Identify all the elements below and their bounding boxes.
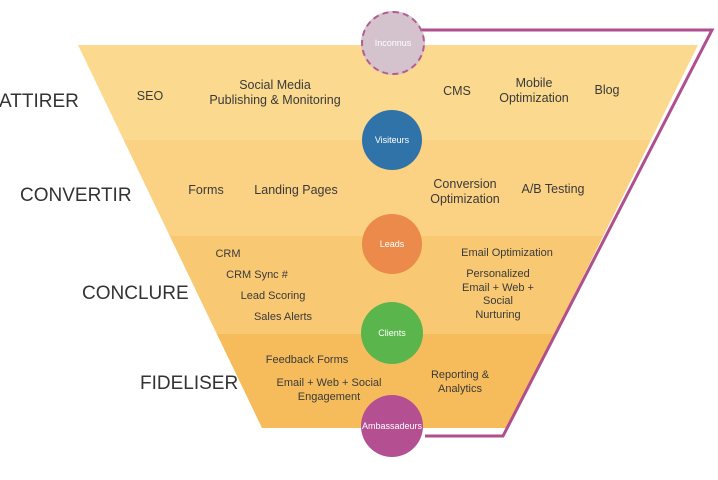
tool-conversion-optimization: Conversion Optimization [430, 177, 500, 206]
tool-ab-testing: A/B Testing [521, 182, 585, 196]
tool-forms: Forms [188, 183, 224, 197]
persona-inconnus-circle: Inconnus [361, 11, 425, 75]
tool-cms: CMS [443, 84, 471, 98]
tool-landing-pages: Landing Pages [254, 183, 338, 197]
tool-lead-scoring: Lead Scoring [240, 290, 306, 302]
tool-crm-sync: CRM Sync # [226, 269, 288, 281]
tool-mobile-optimization: Mobile Optimization [499, 76, 569, 105]
persona-clients-circle: Clients [361, 302, 423, 364]
tool-feedback-forms: Feedback Forms [265, 354, 349, 366]
tool-social-media: Social Media Publishing & Monitoring [209, 78, 341, 107]
persona-visiteurs-circle: Visiteurs [362, 110, 422, 170]
tool-crm: CRM [215, 248, 241, 260]
tool-reporting-analytics: Reporting & Analytics [430, 369, 490, 395]
loop-line [420, 28, 715, 438]
tool-personalized-nurturing: Personalized Email + Web + Social Nurtur… [462, 268, 534, 321]
stage-label-attirer: ATTIRER [0, 91, 79, 112]
stage-label-fideliser: FIDELISER [140, 373, 239, 394]
tool-sales-alerts: Sales Alerts [253, 311, 313, 323]
persona-leads-circle: Leads [362, 214, 422, 274]
tool-email-optimization: Email Optimization [461, 247, 553, 259]
tool-seo: SEO [136, 89, 164, 103]
persona-ambassadeurs-circle: Ambassadeurs [361, 395, 423, 457]
tool-blog: Blog [594, 83, 620, 97]
tool-engagement: Email + Web + Social Engagement [276, 377, 382, 403]
stage-label-convertir: CONVERTIR [20, 185, 132, 206]
stage-label-conclure: CONCLURE [82, 283, 189, 304]
